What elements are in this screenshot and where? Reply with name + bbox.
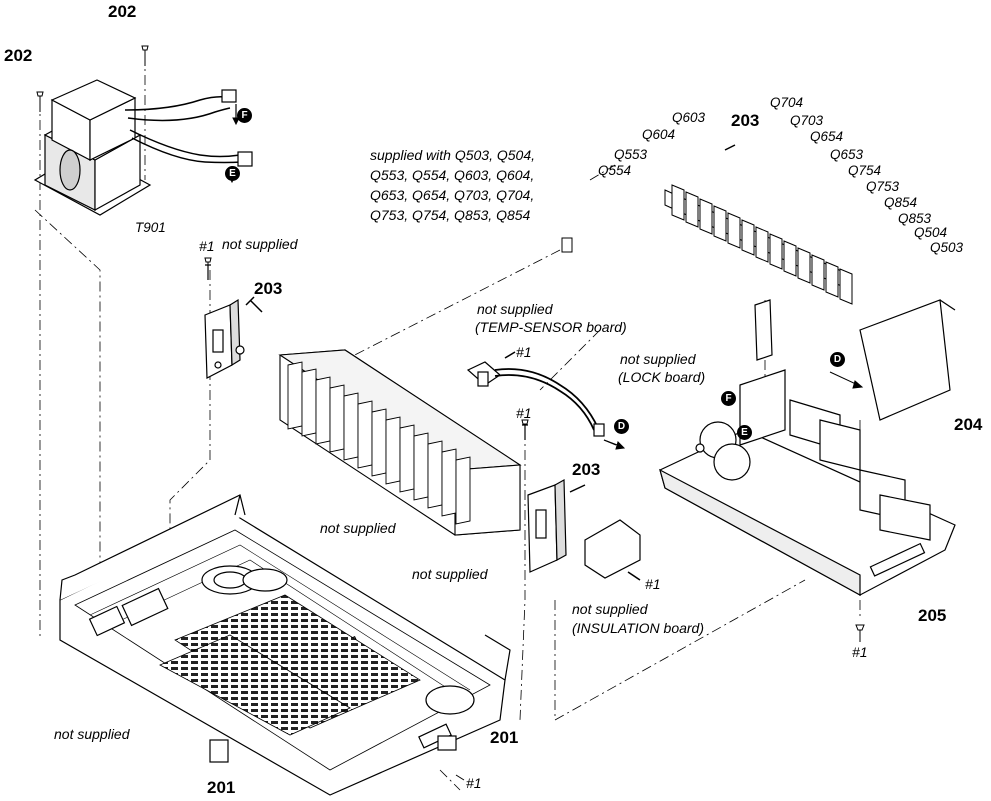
note-supplied-with: supplied with Q503, Q504, Q553, Q554, Q6…: [370, 147, 535, 223]
note-not-supplied-bracket-left: not supplied: [222, 236, 298, 252]
transistor-label-q503: Q503: [930, 240, 964, 255]
connector-d-callout-board: D: [830, 352, 845, 367]
part-201-bottom: 201: [207, 778, 236, 797]
part-201-right: 201: [490, 728, 519, 747]
screw-ref-5: #1: [466, 775, 482, 791]
screw-ref-6: #1: [852, 644, 868, 660]
note-not-supplied-temp: not supplied: [477, 301, 553, 317]
transformer-label: T901: [135, 220, 166, 235]
transistor-label-q753: Q753: [866, 179, 900, 194]
bracket-left: [204, 264, 263, 379]
transistor-label-q854: Q854: [884, 195, 918, 210]
screw-ref-1: #1: [199, 238, 215, 254]
transistor-label-q704: Q704: [770, 95, 804, 110]
chassis-vent-slots: [159, 594, 421, 736]
heatsink-fins: [287, 361, 471, 525]
transistor-label-q604: Q604: [642, 127, 676, 142]
note-not-supplied-chassis: not supplied: [54, 726, 130, 742]
lock-board: [754, 299, 773, 361]
part-204: 204: [954, 415, 983, 434]
note-not-supplied-insulation: not supplied: [572, 601, 648, 617]
note-not-supplied-bracket-right: not supplied: [412, 566, 488, 582]
connector-e-callout-board: E: [737, 425, 752, 440]
temp-sensor-board: [466, 351, 617, 446]
transistor-label-q754: Q754: [848, 163, 882, 178]
transistor-label-q654: Q654: [810, 129, 844, 144]
transistor-row: [561, 144, 853, 305]
transformer-t901: [33, 79, 253, 216]
connector-d-callout-temp: D: [614, 419, 629, 434]
screws: [36, 45, 865, 781]
part-203-center: 203: [572, 460, 601, 479]
insulation-board: [584, 519, 641, 581]
transistor-label-q504: Q504: [914, 225, 948, 240]
connector-f-callout-board: F: [721, 391, 736, 406]
screw-ref-3: #1: [516, 405, 532, 421]
note-not-supplied-heatsink: not supplied: [320, 520, 396, 536]
bracket-right: [522, 424, 586, 573]
note-temp-sensor-board: (TEMP-SENSOR board): [475, 319, 627, 335]
transistor-label-q653: Q653: [830, 147, 864, 162]
screw-ref-2: #1: [516, 344, 532, 360]
transistor-label-q553: Q553: [614, 147, 648, 162]
part-205: 205: [918, 606, 947, 625]
note-insulation-board: (INSULATION board): [572, 620, 704, 636]
transistor-label-q853: Q853: [898, 211, 932, 226]
transistor-label-q554: Q554: [598, 163, 632, 178]
note-not-supplied-lock: not supplied: [620, 351, 696, 367]
part-203-left: 203: [254, 279, 283, 298]
note-lock-board: (LOCK board): [618, 369, 706, 385]
transistor-label-q603: Q603: [672, 110, 706, 125]
part-202-top: 202: [108, 2, 137, 21]
part-202-left: 202: [4, 46, 33, 65]
transistor-label-q703: Q703: [790, 113, 824, 128]
board-204: [859, 299, 956, 421]
connector-e-callout-top: E: [225, 166, 240, 181]
screw-ref-4: #1: [645, 576, 661, 592]
part-203-right: 203: [731, 111, 760, 130]
connector-f-callout-top: F: [237, 108, 252, 123]
main-board-205: [659, 369, 956, 597]
